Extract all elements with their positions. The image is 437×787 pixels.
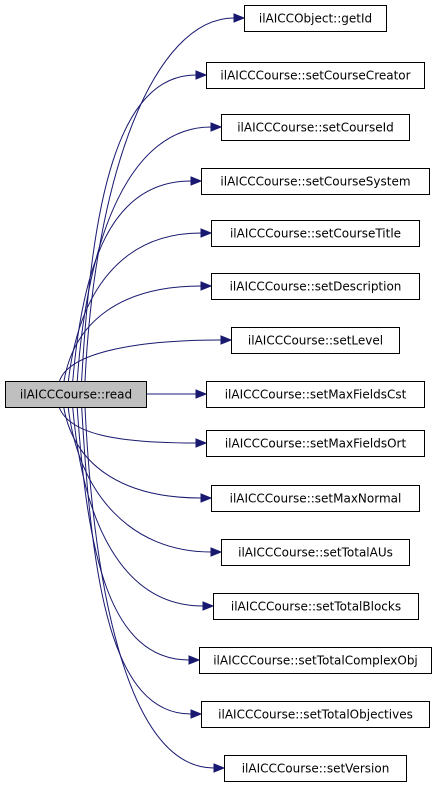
callee-node-ilaicccourse-setmaxnormal-box [211,485,420,512]
edge-to-ilaicccourse-settotalcomplexobj [76,406,190,661]
callee-node-ilaicccourse-setcourseid-box [221,114,410,141]
edge-to-ilaicccourse-setlevel [59,339,222,382]
callee-node-ilaicccourse-settotalblocks-label: ilAICCCourse::setTotalBlocks [231,600,401,614]
callee-node-ilaicccourse-setmaxfieldsort-box [206,430,425,457]
arrowhead-icon [195,70,208,80]
edge-to-ilaicccourse-setcoursesystem [72,180,192,382]
callee-node-ilaicccourse-settotalblocks-box [213,593,419,620]
callee-node-ilaicccourse-setcoursetitle-box [211,220,420,247]
callee-node-ilaicccourse-setlevel-label: ilAICCCourse::setLevel [248,334,383,348]
callee-node-ilaicccourse-setversion-label: ilAICCCourse::setVersion [242,762,390,776]
edge-to-ilaicccourse-settotalaus [67,406,212,553]
call-nodes: ilAICCCourse::read ilAICCObject::getIdilA… [5,5,432,782]
callee-node-ilaicccourse-setlevel[interactable]: ilAICCCourse::setLevel [231,327,400,354]
callee-node-ilaicccourse-setdescription-label: ilAICCCourse::setDescription [230,280,402,294]
call-edges [58,13,246,773]
callee-node-ilaicccourse-settotalblocks[interactable]: ilAICCCourse::setTotalBlocks [213,593,419,620]
arrowhead-icon [188,655,201,665]
edge-to-ilaicccourse-setcourseid [76,126,212,382]
callee-node-ilaicccourse-settotalaus[interactable]: ilAICCCourse::setTotalAUs [221,539,410,566]
callee-node-ilaicccourse-setcoursesystem-label: ilAICCCourse::setCourseSystem [220,175,410,189]
arrowhead-icon [200,493,213,503]
edge-to-ilaicccourse-setmaxnormal [63,406,202,499]
arrowhead-icon [233,13,246,23]
root-node-box [5,381,147,408]
edge-to-ilaicccourse-setversion [84,406,215,769]
callee-node-ilaicccourse-setmaxnormal-label: ilAICCCourse::setMaxNormal [230,492,402,506]
callee-node-ilaicccourse-settotalobjectives[interactable]: ilAICCCourse::setTotalObjectives [201,701,430,728]
callee-node-ilaicccourse-setmaxfieldscst-box [206,381,425,408]
callee-node-ilaicccourse-setlevel-box [231,327,400,354]
callee-node-ilaicccourse-setcourseid-label: ilAICCCourse::setCourseId [237,121,394,135]
callee-node-ilaicccourse-settotalaus-box [221,539,410,566]
arrowhead-icon [200,281,213,291]
root-node-label: ilAICCCourse::read [20,388,132,402]
callee-node-ilaiccobject-getid[interactable]: ilAICCObject::getId [244,5,387,32]
callee-node-ilaicccourse-setcoursecreator-box [206,62,425,89]
arrowhead-icon [210,122,223,132]
arrowhead-icon [210,547,223,557]
root-node[interactable]: ilAICCCourse::read [5,381,147,408]
arrowhead-icon [200,228,213,238]
callee-node-ilaicccourse-setmaxfieldsort-label: ilAICCCourse::setMaxFieldsOrt [225,437,407,451]
callee-node-ilaicccourse-setmaxfieldsort[interactable]: ilAICCCourse::setMaxFieldsOrt [206,430,425,457]
callee-node-ilaiccobject-getid-label: ilAICCObject::getId [259,12,372,26]
edge-to-ilaicccourse-settotalblocks [72,406,204,607]
callee-node-ilaicccourse-setmaxfieldscst[interactable]: ilAICCCourse::setMaxFieldsCst [206,381,425,408]
callee-node-ilaicccourse-settotalcomplexobj-label: ilAICCCourse::setTotalComplexObj [213,654,418,668]
callee-node-ilaicccourse-setmaxnormal[interactable]: ilAICCCourse::setMaxNormal [211,485,420,512]
callee-node-ilaicccourse-settotalcomplexobj-box [199,647,432,674]
callee-node-ilaicccourse-setcoursesystem-box [201,168,430,195]
callee-node-ilaicccourse-setversion-box [224,755,407,782]
callee-node-ilaicccourse-settotalobjectives-label: ilAICCCourse::setTotalObjectives [218,708,413,722]
callee-node-ilaicccourse-setcoursetitle[interactable]: ilAICCCourse::setCourseTitle [211,220,420,247]
edge-to-ilaicccourse-setcoursecreator [81,74,197,382]
callee-node-ilaicccourse-setcoursesystem[interactable]: ilAICCCourse::setCourseSystem [201,168,430,195]
callee-node-ilaicccourse-setdescription[interactable]: ilAICCCourse::setDescription [211,273,420,300]
callee-node-ilaicccourse-setcourseid[interactable]: ilAICCCourse::setCourseId [221,114,410,141]
callee-node-ilaicccourse-settotalaus-label: ilAICCCourse::setTotalAUs [238,546,393,560]
arrowhead-icon [213,763,226,773]
arrowhead-icon [190,176,203,186]
arrowhead-icon [195,438,208,448]
arrowhead-icon [202,601,215,611]
callee-node-ilaicccourse-settotalobjectives-box [201,701,430,728]
edge-to-ilaicccourse-setdescription [63,285,202,382]
edge-to-ilaicccourse-setmaxfieldsort [58,406,197,444]
edge-to-ilaicccourse-setcoursetitle [67,232,202,382]
arrowhead-icon [190,709,203,719]
arrowhead-icon [195,389,208,399]
callee-node-ilaicccourse-setcoursecreator[interactable]: ilAICCCourse::setCourseCreator [206,62,425,89]
callee-node-ilaicccourse-setversion[interactable]: ilAICCCourse::setVersion [224,755,407,782]
callee-node-ilaicccourse-setcoursecreator-label: ilAICCCourse::setCourseCreator [220,69,410,83]
callee-node-ilaicccourse-setcoursetitle-label: ilAICCCourse::setCourseTitle [230,227,401,241]
edge-to-ilaicccourse-settotalobjectives [81,406,192,715]
callee-node-ilaicccourse-setmaxfieldscst-label: ilAICCCourse::setMaxFieldsCst [225,388,407,402]
arrowhead-icon [220,335,233,345]
callee-node-ilaiccobject-getid-box [244,5,387,32]
callee-node-ilaicccourse-setdescription-box [211,273,420,300]
callee-node-ilaicccourse-settotalcomplexobj[interactable]: ilAICCCourse::setTotalComplexObj [199,647,432,674]
